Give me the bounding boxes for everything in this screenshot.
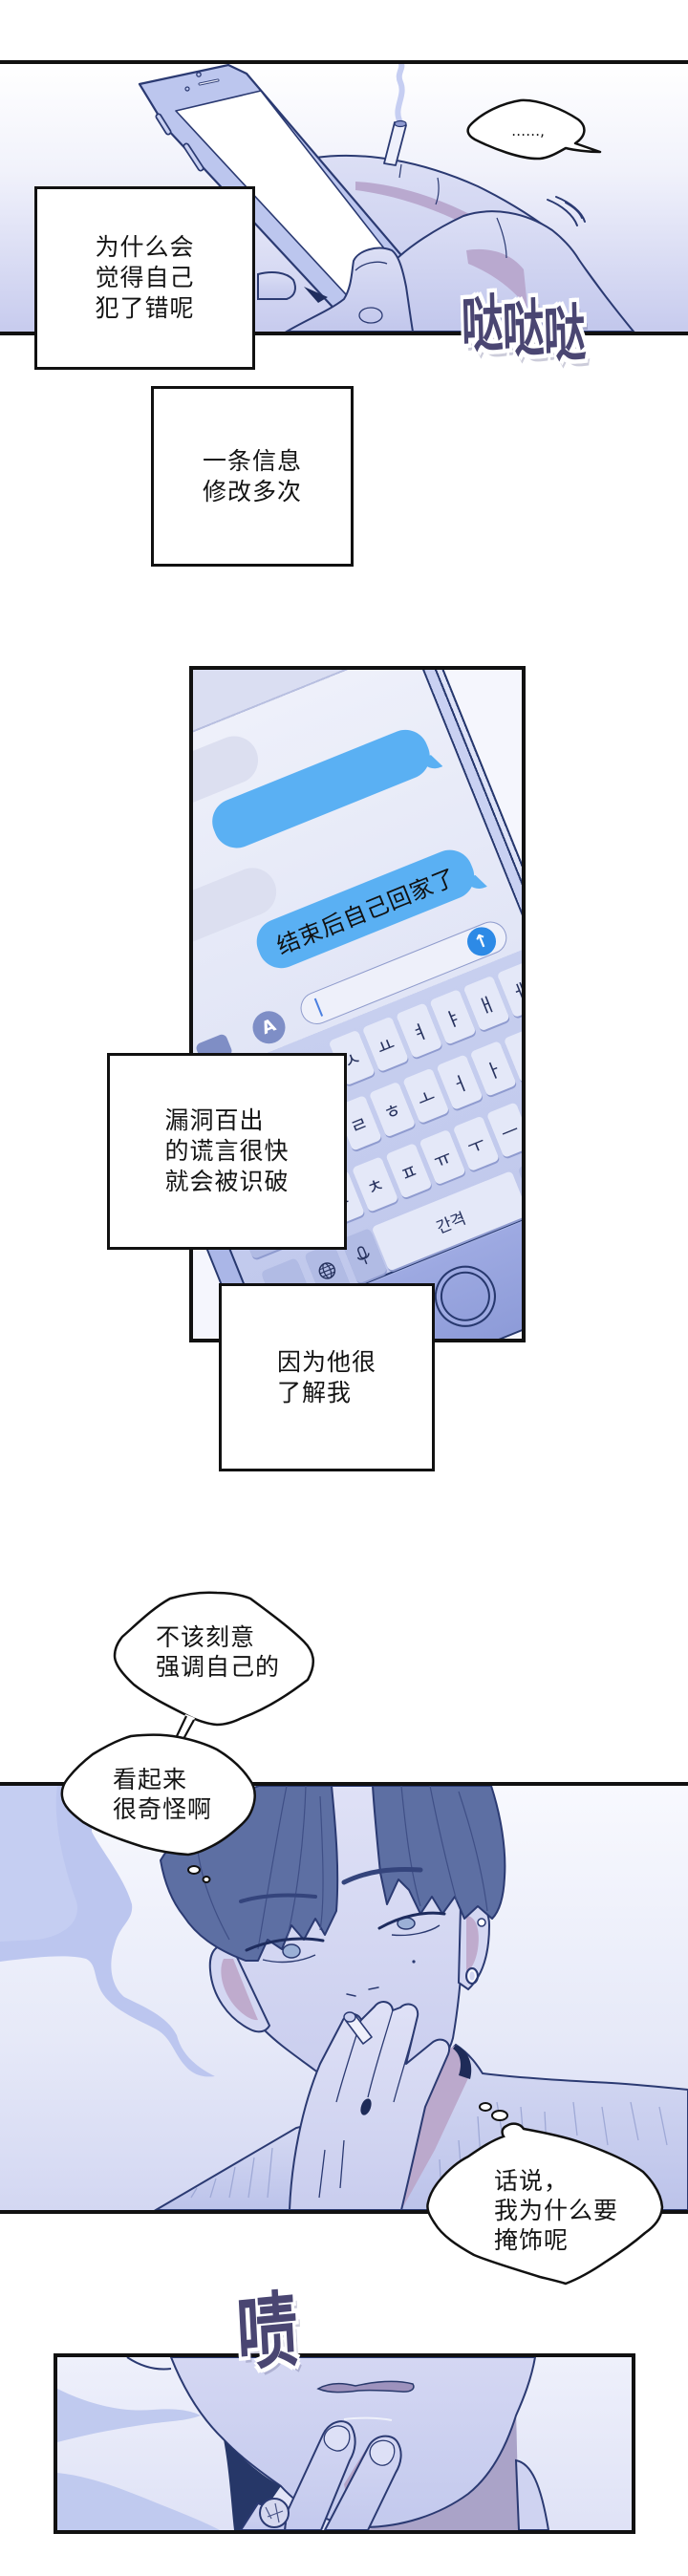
speech-bubble-3: 话说， 我为什么要 掩饰呢 — [451, 2153, 661, 2267]
caption-box-1: 为什么会 觉得自己 犯了错呢 — [34, 186, 255, 370]
shoulder — [514, 2458, 550, 2530]
sfx-tsk: 啧 — [234, 2283, 301, 2384]
hair-strands — [195, 1786, 488, 1950]
left-thumb — [285, 247, 415, 332]
caption-text: 为什么会 觉得自己 犯了错呢 — [95, 233, 195, 322]
right-eye — [377, 1911, 446, 1937]
globe-key[interactable] — [303, 1242, 352, 1299]
right-eyebrow — [341, 1866, 423, 1885]
hair-right — [372, 1786, 506, 1920]
mole — [412, 1960, 416, 1964]
sfx-char: 哒 — [502, 293, 546, 367]
earring-stud — [477, 1918, 486, 1927]
speech-bubble-2: 看起来 很奇怪啊 — [57, 1734, 268, 1854]
mic-key[interactable] — [339, 1228, 388, 1284]
sfx-char: 哒 — [461, 289, 505, 362]
ring — [259, 2498, 290, 2528]
caption-text: 漏洞百出 的谎言很快 就会被识破 — [164, 1106, 290, 1195]
smoke — [57, 2389, 201, 2442]
ellipsis-bubble: ……, — [478, 115, 578, 147]
phone-side-buttons — [155, 113, 204, 172]
panel-4-chin-closeup — [54, 2353, 635, 2534]
left-finger — [257, 271, 296, 300]
phone-bottom-shadow — [304, 287, 328, 303]
caption-text: 因为他很 了解我 — [276, 1347, 376, 1406]
jaw-shadow — [224, 2439, 281, 2530]
bubble-text: 不该刻意 强调自己的 — [155, 1623, 280, 1681]
mouth — [316, 2380, 415, 2394]
nose — [346, 1986, 379, 1997]
mic-icon — [356, 1246, 370, 1265]
caption-box-2: 一条信息 修改多次 — [151, 386, 354, 567]
motion-lines — [547, 196, 586, 226]
left-eyebrow — [239, 1893, 317, 1903]
ellipsis-text: ……, — [511, 122, 545, 140]
globe-icon — [318, 1262, 336, 1279]
panel-4-illustration — [57, 2357, 632, 2530]
collar — [453, 2045, 472, 2079]
sfx-char: 哒 — [543, 298, 587, 372]
left-eye — [245, 1937, 325, 1964]
send-arrow-icon: ↑ — [470, 928, 493, 955]
bubble-text: 话说， 我为什么要 掩饰呢 — [493, 2166, 618, 2254]
bubble-text: 看起来 很奇怪啊 — [112, 1765, 212, 1823]
caption-box-4: 因为他很 了解我 — [219, 1283, 435, 1471]
painted-nail — [360, 2098, 372, 2115]
caption-box-3: 漏洞百出 的谎言很快 就会被识破 — [107, 1053, 347, 1250]
cigarette-smoke — [395, 64, 405, 123]
speech-bubble-1: 不该刻意 强调自己的 — [115, 1593, 321, 1711]
earring-hoop — [465, 1967, 479, 1985]
neck-shadow — [363, 2408, 519, 2530]
caption-text: 一条信息 修改多次 — [202, 446, 302, 505]
